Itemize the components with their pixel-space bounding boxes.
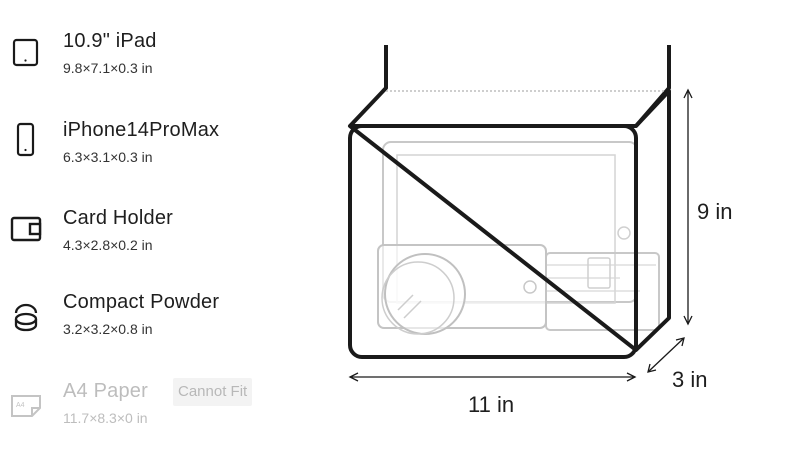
item-name: 10.9" iPad xyxy=(63,30,157,52)
tablet-icon xyxy=(8,34,44,70)
bag-front xyxy=(348,124,638,359)
cannot-fit-badge: Cannot Fit xyxy=(173,378,253,406)
item-name: iPhone14ProMax xyxy=(63,119,220,141)
item-dimensions: 4.3×2.8×0.2 in xyxy=(63,237,153,253)
list-item-ipad[interactable]: 10.9" iPad 9.8×7.1×0.3 in xyxy=(0,30,300,90)
height-label: 9 in xyxy=(697,199,733,224)
compact-shine xyxy=(397,294,422,319)
compact-lid xyxy=(384,253,466,335)
width-label: 11 in xyxy=(468,392,515,417)
item-dimensions: 9.8×7.1×0.3 in xyxy=(63,60,153,76)
item-name: Card Holder xyxy=(63,207,174,229)
item-name: A4 Paper xyxy=(63,380,148,402)
depth-label: 3 in xyxy=(672,367,708,392)
paper-icon: A4 xyxy=(8,386,44,422)
item-dimensions: 6.3×3.1×0.3 in xyxy=(63,149,153,165)
list-item-iphone[interactable]: iPhone14ProMax 6.3×3.1×0.3 in xyxy=(0,119,300,179)
list-item-a4-paper: A4 A4 Paper Cannot Fit 11.7×8.3×0 in xyxy=(0,378,300,440)
depth-line xyxy=(647,337,685,373)
item-name: Compact Powder xyxy=(63,291,220,313)
item-dimensions: 11.7×8.3×0 in xyxy=(63,410,148,426)
list-item-compact-powder[interactable]: Compact Powder 3.2×3.2×0.8 in xyxy=(0,291,300,351)
bag-illustration xyxy=(348,45,693,382)
item-list: 10.9" iPad 9.8×7.1×0.3 in iPhone14ProMax… xyxy=(0,0,300,455)
list-item-card-holder[interactable]: Card Holder 4.3×2.8×0.2 in xyxy=(0,207,300,267)
card-holder-tab xyxy=(587,257,611,289)
right-strap xyxy=(634,45,671,128)
iphone-button xyxy=(523,280,537,294)
card-holder-slots xyxy=(546,264,656,292)
bag-diagram: 9 in 11 in 3 in xyxy=(300,0,800,455)
phone-icon xyxy=(8,121,44,157)
compact-ring xyxy=(381,261,455,335)
compact-icon xyxy=(8,297,44,333)
item-dimensions: 3.2×3.2×0.8 in xyxy=(63,321,153,337)
wallet-icon xyxy=(8,210,44,246)
paper-icon-label: A4 xyxy=(16,402,25,409)
left-strap xyxy=(348,45,388,128)
ipad-camera xyxy=(617,226,631,240)
